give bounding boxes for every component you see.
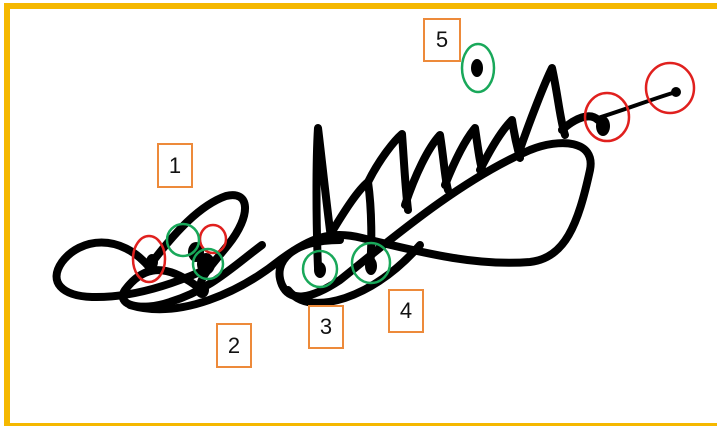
dot-cluster-2 bbox=[188, 242, 204, 262]
dot-cluster-3 bbox=[195, 282, 209, 298]
dot-green-3 bbox=[314, 262, 326, 278]
stroke-cursive-2 bbox=[364, 130, 412, 214]
label-1: 1 bbox=[157, 143, 193, 188]
frame-border-top bbox=[4, 3, 717, 9]
green-marker-circle bbox=[191, 247, 225, 281]
label-3: 3 bbox=[308, 305, 344, 349]
label-4: 4 bbox=[388, 289, 424, 333]
stroke-cursive-6 bbox=[514, 64, 569, 159]
stroke-under-loop bbox=[284, 241, 424, 307]
frame-border-bottom bbox=[4, 423, 717, 426]
stroke-cursive-3 bbox=[401, 131, 452, 209]
green-marker-circle bbox=[301, 249, 339, 289]
label-5: 5 bbox=[423, 18, 461, 62]
label-2: 2 bbox=[216, 323, 252, 368]
stroke-vertical-3 bbox=[312, 124, 335, 272]
dot-red-left bbox=[146, 254, 158, 270]
red-marker-circle bbox=[131, 234, 167, 284]
red-marker-circle bbox=[583, 91, 631, 143]
green-marker-circle bbox=[460, 42, 496, 94]
green-marker-circle bbox=[165, 222, 201, 258]
signature-dots bbox=[146, 59, 681, 298]
signature-strokes bbox=[52, 64, 678, 314]
dot-red-end bbox=[596, 116, 610, 136]
dot-tail-end bbox=[671, 87, 681, 97]
stroke-cursive-7 bbox=[558, 112, 602, 134]
red-marker-circle bbox=[644, 61, 696, 115]
stroke-tail bbox=[596, 90, 678, 120]
dot-5 bbox=[471, 59, 483, 77]
green-marker-circle bbox=[350, 241, 392, 285]
stroke-long-loop bbox=[126, 139, 595, 314]
dot-green-4 bbox=[365, 257, 377, 275]
marker-circles bbox=[131, 42, 696, 289]
frame-border-left bbox=[4, 3, 10, 426]
stroke-left-loop bbox=[52, 238, 204, 302]
